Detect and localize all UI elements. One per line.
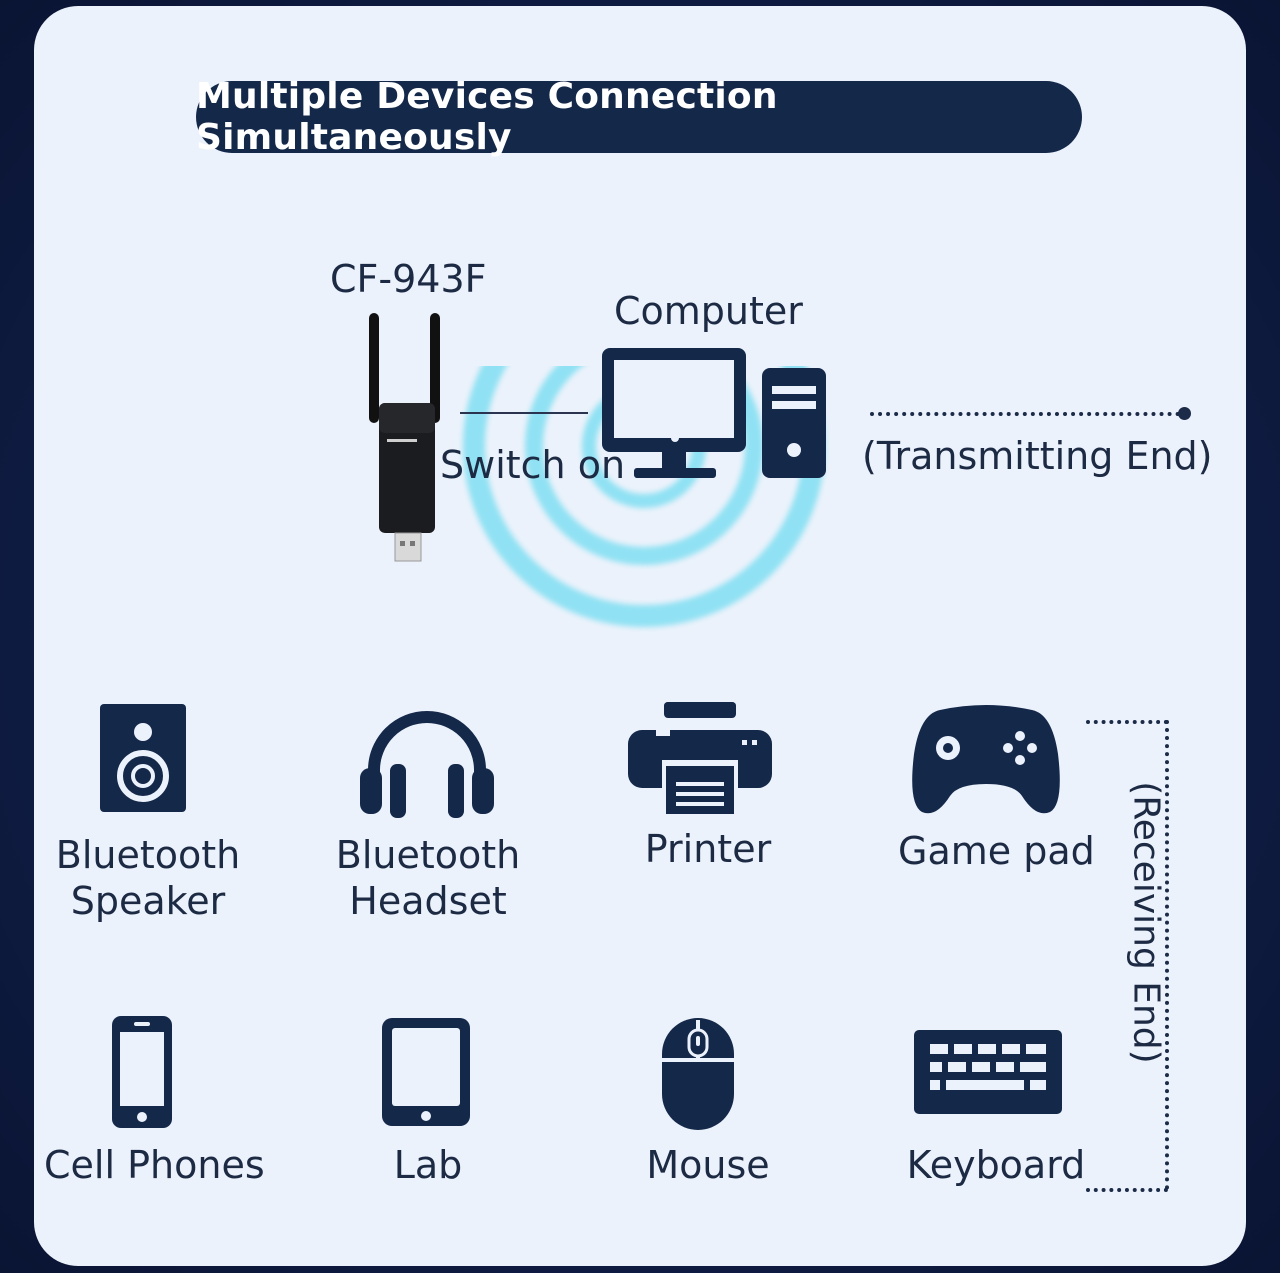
- keyboard-icon: [914, 1030, 1062, 1114]
- device-label: Lab: [393, 1143, 463, 1187]
- device-label: Keyboard: [906, 1143, 1086, 1187]
- end-dot: [1178, 407, 1191, 420]
- tablet-icon: [380, 1016, 472, 1128]
- infographic-card: Multiple Devices Connection Simultaneous…: [34, 6, 1246, 1266]
- receiving-bracket-side: [1165, 720, 1169, 1190]
- printer-icon: [628, 702, 772, 818]
- receiving-end-label: (Receiving End): [1125, 781, 1167, 1064]
- headset-icon: [360, 706, 494, 818]
- device-label: Cell Phones: [44, 1143, 265, 1187]
- gamepad-icon: [910, 704, 1062, 816]
- usb-adapter-icon: [359, 311, 455, 565]
- transmitting-dotted-line: [870, 412, 1180, 416]
- speaker-icon: [100, 704, 186, 812]
- phone-icon: [110, 1014, 174, 1130]
- device-label: Bluetooth Speaker: [55, 833, 241, 924]
- device-label: Game pad: [898, 829, 1095, 873]
- connection-line: [460, 412, 588, 414]
- device-label: Mouse: [646, 1143, 770, 1187]
- computer-icon: [600, 346, 830, 486]
- receiving-bracket-top: [1086, 720, 1168, 724]
- mouse-icon: [660, 1016, 736, 1132]
- transmitting-end-label: (Transmitting End): [862, 434, 1213, 478]
- device-label: Bluetooth Headset: [335, 833, 521, 924]
- switch-on-label: Switch on: [440, 443, 626, 487]
- computer-label: Computer: [614, 289, 803, 333]
- title-banner: Multiple Devices Connection Simultaneous…: [196, 76, 1082, 158]
- device-label: Printer: [644, 827, 772, 871]
- receiving-bracket-bottom: [1086, 1188, 1168, 1192]
- model-label: CF-943F: [330, 257, 487, 301]
